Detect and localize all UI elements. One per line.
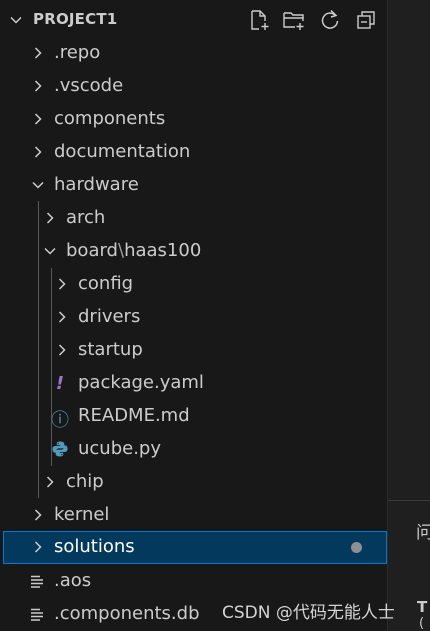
chevron-right-icon <box>46 212 54 224</box>
modified-dot-icon <box>351 542 362 553</box>
chevron-right-icon <box>58 311 66 323</box>
chevron-right-icon <box>34 541 42 553</box>
new-folder-icon[interactable] <box>282 8 306 32</box>
tree-item-label: startup <box>78 339 143 360</box>
tree-item-label: arch <box>66 207 106 228</box>
chevron-down-icon <box>44 247 56 255</box>
watermark: CSDN @代码无能人士 <box>222 603 395 623</box>
tree-item-label: .components.db <box>54 603 200 624</box>
text-file-icon <box>31 608 43 621</box>
info-file-icon: ⓘ <box>51 410 69 431</box>
chevron-right-icon <box>58 344 66 356</box>
tree-item-label: board\haas100 <box>66 240 201 261</box>
tree-item-vscode[interactable]: .vscode <box>0 70 387 103</box>
tree-item-hardware[interactable]: hardware <box>0 169 387 202</box>
tree-item-label: ucube.py <box>78 438 162 459</box>
panel-text: T <box>417 598 428 616</box>
tree-item-documentation[interactable]: documentation <box>0 136 387 169</box>
tree-item-label: README.md <box>78 405 190 426</box>
text-file-icon <box>31 575 43 588</box>
tree-item-config[interactable]: config <box>0 268 387 301</box>
tree-item-label: components <box>54 108 166 129</box>
tree-item-label: config <box>78 273 134 294</box>
tree-item-drivers[interactable]: drivers <box>0 301 387 334</box>
tree-item-label: solutions <box>54 536 135 557</box>
project-title[interactable]: PROJECT1 <box>33 10 118 28</box>
tree-item-label: .vscode <box>54 75 124 96</box>
chevron-right-icon <box>58 278 66 290</box>
tree-item-solutions[interactable]: solutions <box>3 531 387 564</box>
tree-item-label: .repo <box>54 42 101 63</box>
tree-item-label: chip <box>66 471 104 492</box>
tree-item-kernel[interactable]: kernel <box>0 499 387 532</box>
chevron-right-icon <box>34 509 42 521</box>
tree-item-components[interactable]: components <box>0 103 387 136</box>
yaml-file-icon: ! <box>55 373 65 394</box>
chevron-right-icon <box>34 80 42 92</box>
panel-tab-label[interactable]: 问 <box>416 523 430 543</box>
chevron-right-icon <box>34 113 42 125</box>
chevron-right-icon <box>34 146 42 158</box>
new-file-icon[interactable] <box>247 8 271 32</box>
python-icon <box>52 441 68 457</box>
tree-item-label: hardware <box>54 174 139 195</box>
tree-item-label: .aos <box>54 570 92 591</box>
tree-item-repo[interactable]: .repo <box>0 37 387 70</box>
collapse-all-icon[interactable] <box>354 8 378 32</box>
chevron-right-icon <box>46 476 54 488</box>
chevron-down-icon <box>32 181 44 189</box>
explorer-header: PROJECT1 <box>0 0 387 40</box>
tree-item-label: kernel <box>54 504 110 525</box>
tree-item-package-yaml[interactable]: ! package.yaml <box>0 367 387 400</box>
tree-item-label: drivers <box>78 306 141 327</box>
refresh-icon[interactable] <box>318 8 342 32</box>
path-separator: \ <box>117 240 125 261</box>
tree-item-label: package.yaml <box>78 372 204 393</box>
explorer-panel: PROJECT1 .repo .vscode components docume… <box>0 0 387 631</box>
panel-text: ( <box>419 616 425 631</box>
indent-guide <box>38 201 39 498</box>
tree-item-startup[interactable]: startup <box>0 334 387 367</box>
panel-border <box>388 500 430 501</box>
board-label: board <box>66 240 118 261</box>
indent-guide <box>51 268 52 466</box>
tree-item-label: documentation <box>54 141 191 162</box>
tree-item-arch[interactable]: arch <box>0 202 387 235</box>
tree-item-readme[interactable]: ⓘ README.md <box>0 400 387 433</box>
tree-item-chip[interactable]: chip <box>0 466 387 499</box>
chevron-down-icon[interactable] <box>9 13 23 27</box>
tree-item-aos[interactable]: .aos <box>0 565 387 598</box>
tree-item-board-haas100[interactable]: board\haas100 <box>0 235 387 268</box>
panel-divider[interactable] <box>387 0 388 631</box>
chevron-right-icon <box>34 47 42 59</box>
editor-area <box>388 0 430 631</box>
tree-item-components-db[interactable]: .components.db <box>0 598 387 631</box>
haas100-label: haas100 <box>124 240 202 261</box>
tree-item-ucube-py[interactable]: ucube.py <box>0 433 387 466</box>
